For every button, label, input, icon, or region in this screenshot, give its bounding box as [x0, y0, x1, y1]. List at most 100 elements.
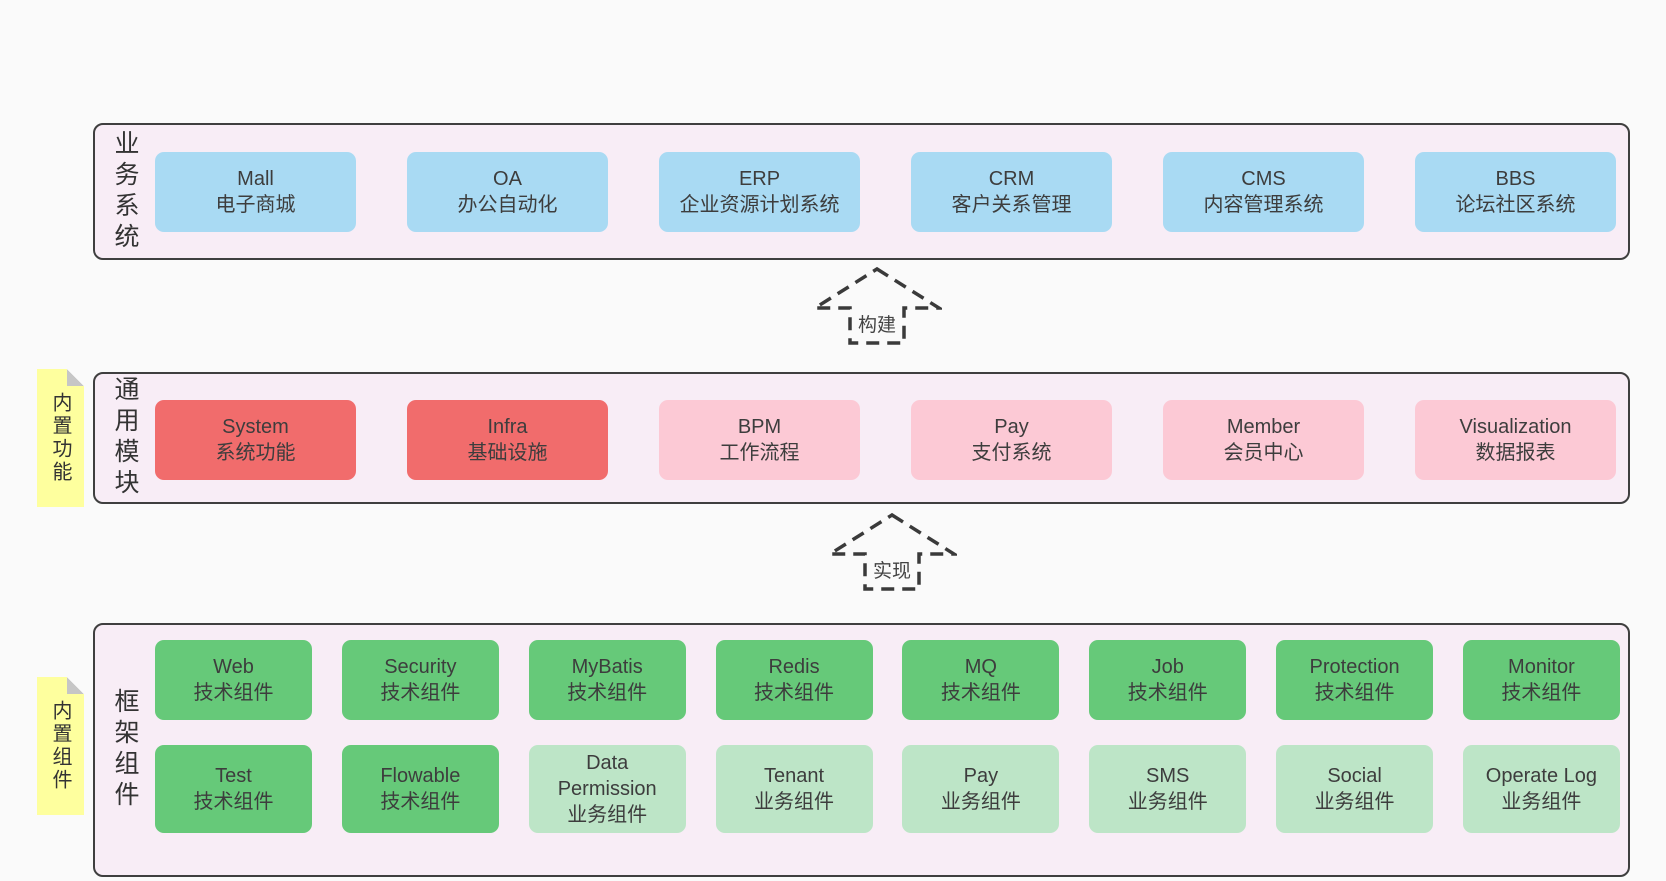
box-name: Monitor — [1508, 656, 1575, 678]
box-name: BBS — [1495, 168, 1536, 190]
box-name: Tenant — [764, 765, 825, 787]
box-protection: Protection 技术组件 — [1276, 640, 1434, 720]
box-desc: 技术组件 — [1314, 682, 1395, 704]
box-mall: Mall 电子商城 — [155, 152, 356, 232]
box-desc: 工作流程 — [719, 442, 800, 464]
layer-label-framework-components: 框架组件 — [111, 688, 139, 812]
box-name: System — [222, 416, 289, 438]
box-data-permission: Data Permission 业务组件 — [528, 745, 686, 833]
box-mybatis: MyBatis 技术组件 — [528, 640, 686, 720]
box-name: Social — [1327, 765, 1382, 787]
box-name: MyBatis — [571, 656, 643, 678]
tech-components-row: Web 技术组件 Security 技术组件 MyBatis 技术组件 Redi… — [155, 640, 1620, 720]
dashed-up-arrow-icon — [808, 266, 946, 345]
box-desc: 技术组件 — [1127, 682, 1208, 704]
box-name: Web — [213, 656, 254, 678]
box-desc: 技术组件 — [940, 682, 1021, 704]
box-desc: 业务组件 — [1501, 791, 1582, 813]
box-system: System 系统功能 — [155, 400, 356, 480]
box-name: BPM — [737, 416, 782, 438]
box-desc: 客户关系管理 — [951, 194, 1072, 216]
box-name: Security — [384, 656, 457, 678]
box-security: Security 技术组件 — [341, 640, 499, 720]
box-desc: 业务组件 — [1127, 791, 1208, 813]
business-systems-row: Mall 电子商城 OA 办公自动化 ERP 企业资源计划系统 CRM 客户关系… — [155, 152, 1616, 232]
box-social: Social 业务组件 — [1276, 745, 1434, 833]
box-cms: CMS 内容管理系统 — [1163, 152, 1364, 232]
box-desc: 技术组件 — [567, 682, 648, 704]
box-desc: 支付系统 — [971, 442, 1052, 464]
biz-components-row: Test 技术组件 Flowable 技术组件 Data Permission … — [155, 745, 1620, 833]
box-test: Test 技术组件 — [155, 745, 312, 833]
box-job: Job 技术组件 — [1089, 640, 1247, 720]
box-visualization: Visualization 数据报表 — [1415, 400, 1616, 480]
box-desc: 基础设施 — [467, 442, 548, 464]
box-redis: Redis 技术组件 — [715, 640, 873, 720]
box-name: Infra — [487, 416, 528, 438]
box-pay-component: Pay 业务组件 — [902, 745, 1060, 833]
box-oa: OA 办公自动化 — [407, 152, 608, 232]
box-desc: 技术组件 — [380, 682, 461, 704]
box-name: ERP — [738, 168, 781, 190]
box-name: Member — [1226, 416, 1301, 438]
layer-label-business-systems: 业务系统 — [111, 129, 139, 254]
box-desc: 电子商城 — [215, 194, 296, 216]
box-name: Job — [1151, 656, 1184, 678]
box-desc: 数据报表 — [1475, 442, 1556, 464]
box-bpm: BPM 工作流程 — [659, 400, 860, 480]
layer-label-common-modules: 通用模块 — [111, 376, 139, 500]
arrow-build-label: 构建 — [855, 310, 899, 337]
arrow-build: 构建 — [808, 266, 946, 346]
box-tenant: Tenant 业务组件 — [715, 745, 873, 833]
box-desc: 企业资源计划系统 — [679, 194, 840, 216]
layer-business-systems: 业务系统 Mall 电子商城 OA 办公自动化 ERP 企业资源计划系统 CRM… — [93, 123, 1630, 260]
box-desc: 技术组件 — [193, 682, 274, 704]
box-erp: ERP 企业资源计划系统 — [659, 152, 860, 232]
box-web: Web 技术组件 — [155, 640, 312, 720]
box-name: Pay — [994, 416, 1029, 438]
box-crm: CRM 客户关系管理 — [911, 152, 1112, 232]
box-operate-log: Operate Log 业务组件 — [1462, 745, 1620, 833]
box-desc: 技术组件 — [193, 791, 274, 813]
box-name: SMS — [1146, 765, 1190, 787]
box-desc: 技术组件 — [754, 682, 835, 704]
box-desc: 论坛社区系统 — [1455, 194, 1576, 216]
box-name: Mall — [237, 168, 274, 190]
box-desc: 系统功能 — [215, 442, 296, 464]
box-name: Flowable — [380, 765, 461, 787]
dashed-up-arrow-icon — [823, 512, 961, 591]
box-sms: SMS 业务组件 — [1089, 745, 1247, 833]
box-name: OA — [493, 168, 522, 190]
box-desc: 技术组件 — [1501, 682, 1582, 704]
box-name: Visualization — [1459, 416, 1572, 438]
box-desc: 业务组件 — [754, 791, 835, 813]
note-built-in-features: 内置功能 — [37, 369, 84, 507]
box-name: Test — [215, 765, 252, 787]
box-desc: 会员中心 — [1223, 442, 1304, 464]
box-mq: MQ 技术组件 — [902, 640, 1060, 720]
box-name: Protection — [1309, 656, 1400, 678]
layer-framework-components: 框架组件 Web 技术组件 Security 技术组件 MyBatis 技术组件… — [93, 623, 1630, 877]
layer-common-modules: 通用模块 System 系统功能 Infra 基础设施 BPM 工作流程 Pay… — [93, 372, 1630, 504]
box-bbs: BBS 论坛社区系统 — [1415, 152, 1616, 232]
arrow-implement: 实现 — [823, 512, 961, 592]
box-desc: 业务组件 — [1314, 791, 1395, 813]
box-name: CMS — [1241, 168, 1286, 190]
note-built-in-components: 内置组件 — [37, 677, 84, 815]
arrow-implement-label: 实现 — [870, 556, 914, 583]
box-member: Member 会员中心 — [1163, 400, 1364, 480]
box-flowable: Flowable 技术组件 — [341, 745, 499, 833]
box-name: MQ — [964, 656, 997, 678]
box-name: Data Permission — [557, 752, 657, 800]
box-pay-module: Pay 支付系统 — [911, 400, 1112, 480]
box-name: Redis — [768, 656, 820, 678]
box-infra: Infra 基础设施 — [407, 400, 608, 480]
box-desc: 内容管理系统 — [1203, 194, 1324, 216]
box-name: Pay — [963, 765, 999, 787]
box-name: Operate Log — [1485, 765, 1597, 787]
box-desc: 业务组件 — [567, 804, 648, 826]
box-monitor: Monitor 技术组件 — [1462, 640, 1620, 720]
common-modules-row: System 系统功能 Infra 基础设施 BPM 工作流程 Pay 支付系统… — [155, 400, 1616, 480]
box-name: CRM — [988, 168, 1035, 190]
